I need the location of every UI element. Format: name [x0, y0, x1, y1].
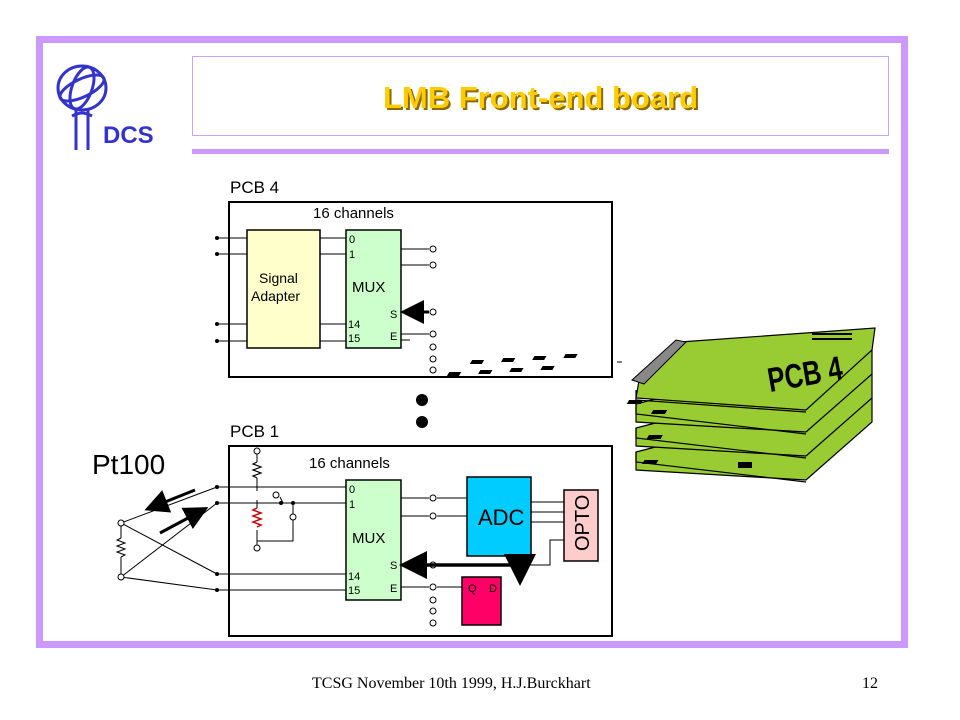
pt100-resistor-icon: [115, 486, 218, 591]
title-box: [192, 56, 889, 136]
logo-label: DCS: [103, 122, 154, 149]
pcb1-pin-14: 14: [348, 571, 360, 583]
ellipsis-dot: [416, 394, 428, 406]
pcb4-pin-s: S: [390, 309, 397, 321]
page-number: 12: [862, 675, 878, 692]
board-stack: PCB 4: [446, 327, 876, 483]
footer-text: TCSG November 10th 1999, H.J.Burckhart: [312, 675, 591, 692]
ellipsis-dot: [416, 416, 428, 428]
pcb1-pin-0: 0: [349, 484, 355, 496]
pcb4-pin-15: 15: [348, 333, 360, 345]
title-divider: [192, 149, 889, 154]
pcb1-pin-e: E: [390, 583, 397, 595]
ref-resistor-top: [251, 461, 263, 479]
pcb4-mux: [345, 229, 402, 349]
sensor-arrow-in: [159, 507, 209, 535]
pcb4-label: PCB 4: [230, 178, 279, 197]
pcb1-adc: [466, 476, 532, 557]
ref-resistor-bottom: [250, 507, 264, 528]
pcb1-label: PCB 1: [230, 422, 279, 441]
pcb1-pin-s: S: [390, 560, 397, 572]
pcb1-ff-q: Q: [468, 583, 477, 595]
pcb1-mux-label: MUX: [352, 530, 385, 547]
pcb4-pin-14: 14: [348, 319, 360, 331]
pcb4-pin-e: E: [390, 331, 397, 343]
dcs-logo-icon: [56, 64, 108, 150]
pcb1-flipflop: [461, 576, 502, 626]
sensor-arrow-out: [144, 488, 196, 513]
sensor-label: Pt100: [92, 449, 165, 480]
pcb4-mux-label: MUX: [352, 279, 385, 296]
pcb1-opto-label: OPTO: [572, 495, 594, 551]
pcb4-signal-adapter: [246, 229, 321, 349]
pcb1-opto: [563, 489, 599, 562]
pcb1-adc-label: ADC: [478, 505, 525, 530]
pcb4-pin-0: 0: [349, 234, 355, 246]
pcb1-mux: [345, 479, 402, 601]
pcb4-adapter-line2: Adapter: [251, 288, 300, 304]
pcb1-pin-15: 15: [348, 585, 360, 597]
pcb4-adapter-line1: Signal: [259, 270, 298, 286]
pcb4-pin-1: 1: [349, 249, 355, 261]
slide-title: LMB Front-end board: [382, 80, 699, 115]
pcb1-pin-1: 1: [349, 499, 355, 511]
pcb1-ff-d: D: [489, 583, 497, 595]
pcb1-channels-label: 16 channels: [309, 455, 390, 472]
pcb4-channels-label: 16 channels: [313, 205, 394, 222]
